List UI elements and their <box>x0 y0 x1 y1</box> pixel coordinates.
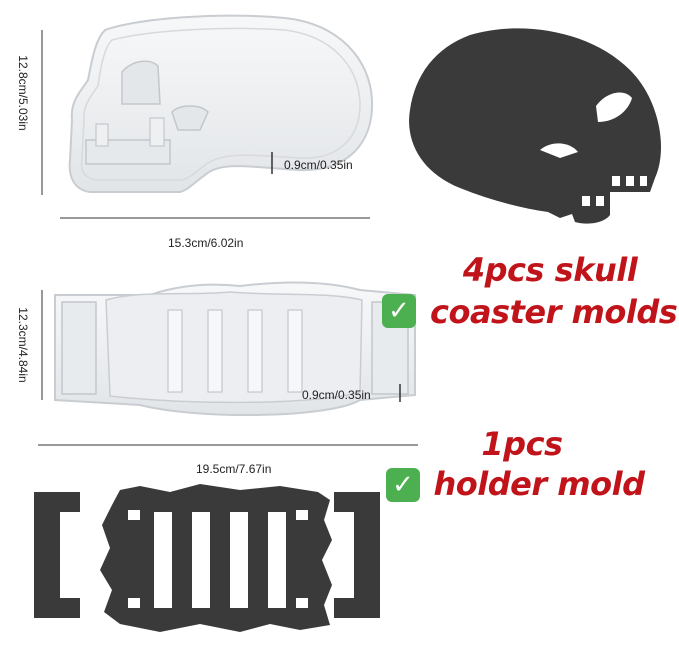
holder-mold-image <box>54 281 416 417</box>
skull-coaster-image <box>409 28 662 224</box>
skull-height-label: 12.8cm/5.03in <box>16 55 30 131</box>
holder-height-label: 12.3cm/4.84in <box>16 307 30 383</box>
holder-depth-label: 0.9cm/0.35in <box>302 388 371 402</box>
holder-image <box>34 484 380 632</box>
check-icon: ✓ <box>386 468 420 502</box>
check-icon: ✓ <box>382 294 416 328</box>
skull-coaster-mold-image <box>68 14 374 193</box>
holder-promo-line2: holder mold <box>433 465 645 503</box>
holder-width-label: 19.5cm/7.67in <box>196 462 272 476</box>
holder-promo-line1: 1pcs <box>481 425 563 463</box>
skull-depth-label: 0.9cm/0.35in <box>284 158 353 172</box>
coaster-promo-line2: coaster molds <box>430 293 678 331</box>
coaster-promo-line1: 4pcs skull <box>462 251 638 289</box>
skull-width-label: 15.3cm/6.02in <box>168 236 244 250</box>
